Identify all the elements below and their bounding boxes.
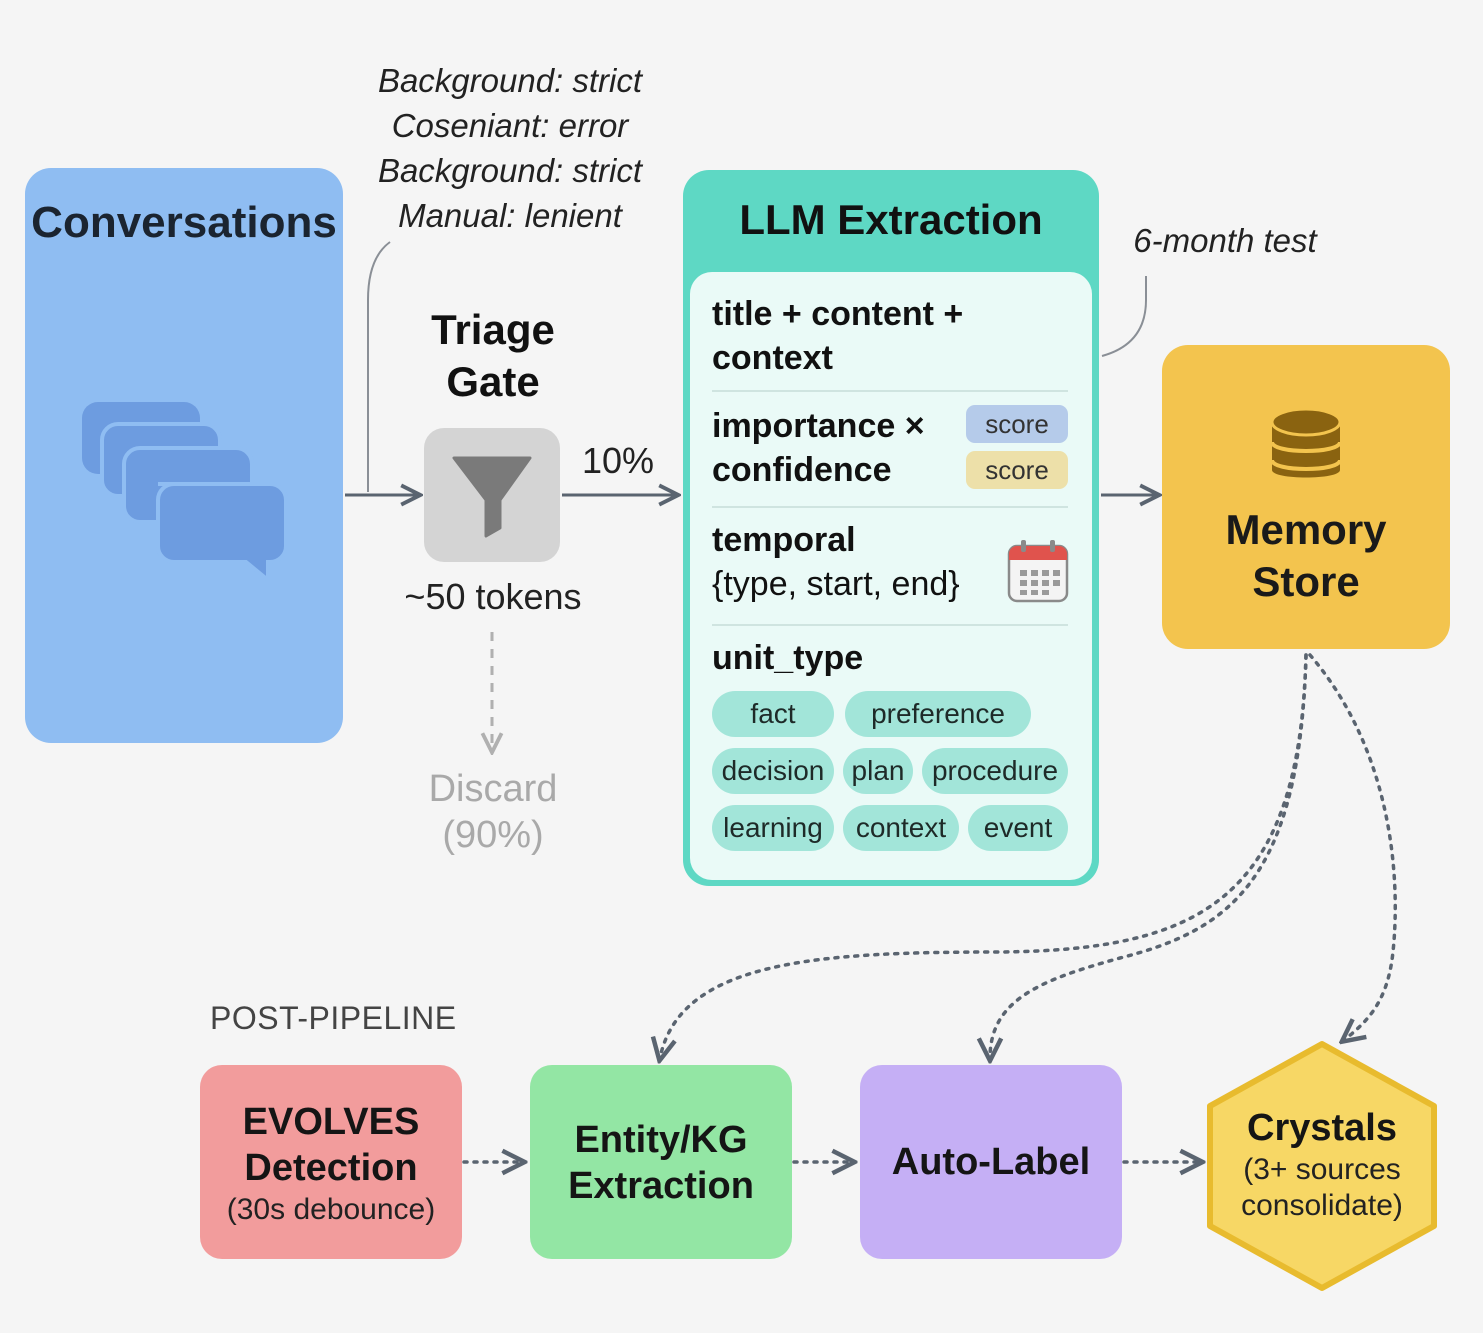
field-divider (712, 624, 1068, 626)
field-line: title + content + (712, 295, 964, 333)
database-icon (1270, 407, 1342, 478)
field-line: temporal (712, 521, 856, 559)
evolves-title-line: EVOLVES (242, 1101, 420, 1143)
unit-type-chip: fact (712, 691, 834, 737)
crystals-label: Crystals (3+ sources consolidate) (1206, 1104, 1438, 1224)
triage-title-line: Gate (446, 358, 540, 405)
triage-cost: ~50 tokens (404, 576, 582, 617)
field-title-content: title + content + context (712, 292, 963, 380)
field-importance-confidence: importance × confidence (712, 404, 925, 492)
arrow-memory-to-autolabel (990, 653, 1308, 1058)
unit-type-chip: context (843, 805, 959, 851)
unit-type-chip: preference (845, 691, 1031, 737)
llm-extraction-title: LLM Extraction (739, 196, 1043, 243)
chat-bubbles-icon (82, 402, 288, 582)
entity-kg-extraction-node: Entity/KG Extraction (530, 1065, 792, 1259)
crystals-node (1207, 1041, 1437, 1291)
field-divider (712, 506, 1068, 508)
discard-line: Discard (428, 768, 558, 810)
unit-type-chip: procedure (922, 748, 1068, 794)
auto-label-title: Auto-Label (891, 1141, 1091, 1183)
field-line: importance × (712, 407, 925, 445)
conversations-title: Conversations (31, 198, 337, 247)
arrow-memory-to-entity (660, 653, 1308, 1058)
field-line: context (712, 339, 833, 377)
triage-title: Triage Gate (388, 304, 598, 408)
policy-note: Coseniant: error (391, 107, 629, 144)
unit-type-chip: decision (712, 748, 834, 794)
policy-note: Manual: lenient (398, 197, 622, 234)
field-line: confidence (712, 451, 892, 489)
policy-note: Background: strict (377, 152, 643, 189)
memory-store-node (1162, 345, 1450, 649)
field-temporal: temporal {type, start, end} (712, 518, 960, 606)
field-unit-type: unit_type (712, 639, 864, 677)
calendar-icon (1007, 540, 1069, 603)
memory-title-line: Store (1252, 558, 1360, 605)
policy-note: Background: strict (377, 62, 643, 99)
crystals-title: Crystals (1247, 1107, 1397, 1149)
confidence-score-badge: score (966, 451, 1068, 489)
discard-label: Discard (90%) (400, 766, 586, 858)
unit-type-chip: event (968, 805, 1068, 851)
discard-line: (90%) (442, 814, 544, 856)
entity-title-line: Entity/KG (574, 1119, 748, 1161)
field-line: {type, start, end} (712, 565, 960, 603)
crystals-subtitle-line: (3+ sources (1243, 1153, 1401, 1186)
importance-score-badge: score (966, 405, 1068, 443)
test-note: 6-month test (1133, 222, 1317, 259)
field-divider (712, 390, 1068, 392)
funnel-icon (452, 456, 532, 538)
triage-title-line: Triage (431, 306, 555, 353)
policy-notes: Background: strict Coseniant: error Back… (330, 58, 690, 238)
crystals-subtitle-line: consolidate) (1241, 1189, 1403, 1222)
triage-gate-node (424, 428, 560, 562)
memory-title-line: Memory (1225, 506, 1387, 553)
entity-title-line: Extraction (568, 1165, 754, 1207)
evolves-title-line: Detection (244, 1147, 418, 1189)
post-pipeline-label: POST-PIPELINE (210, 1000, 457, 1036)
auto-label-node: Auto-Label (860, 1065, 1122, 1259)
test-note-callout (1101, 276, 1147, 357)
triage-pass-rate: 10% (581, 440, 655, 481)
evolves-subtitle: (30s debounce) (226, 1193, 436, 1226)
policy-note-callout (367, 241, 391, 492)
evolves-detection-node: EVOLVES Detection (30s debounce) (200, 1065, 462, 1259)
unit-type-chip: learning (712, 805, 834, 851)
memory-store-title: Memory Store (1162, 504, 1450, 608)
arrow-memory-to-crystals (1308, 653, 1397, 1040)
unit-type-chip: plan (843, 748, 913, 794)
